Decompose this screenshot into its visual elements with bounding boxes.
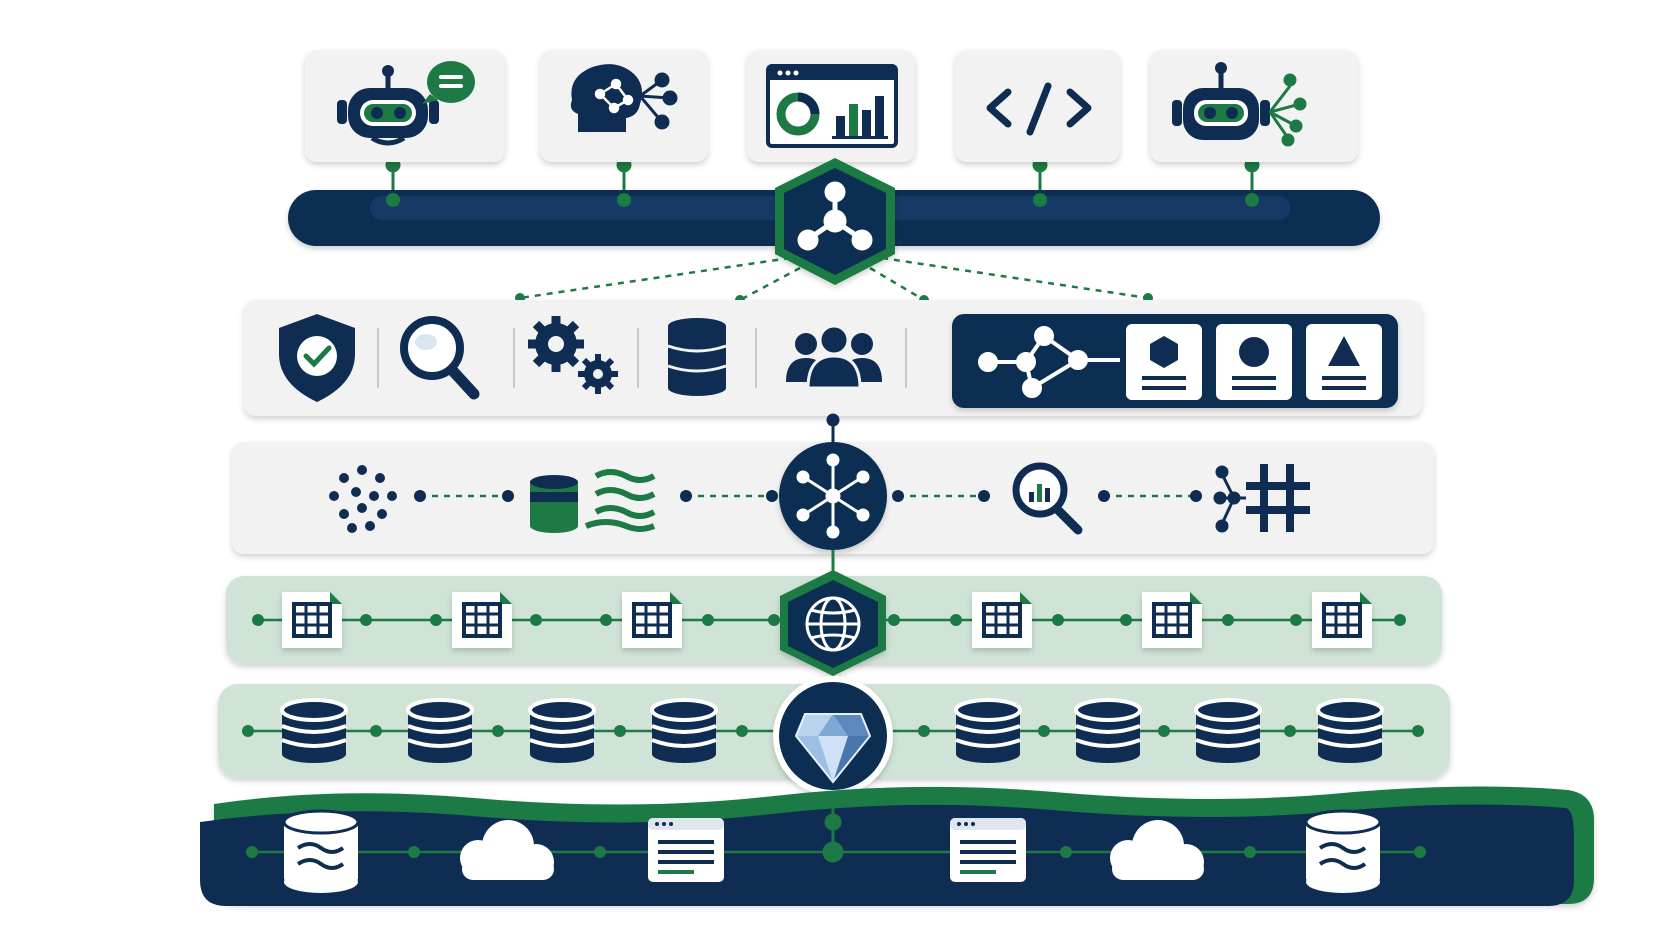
knowledge-graph-subpanel[interactable] [952,314,1398,408]
semantic-hub-node[interactable] [775,158,895,285]
magnifier-icon[interactable] [400,316,480,400]
data-lake-icon[interactable] [1304,809,1382,893]
database-icon[interactable] [650,698,718,763]
database-icon[interactable] [1074,698,1142,763]
database-icon[interactable] [528,698,596,763]
chatbot-icon [337,61,475,146]
cloud-icon[interactable] [460,820,554,880]
processing-panel [232,442,1434,554]
database-icon[interactable] [954,698,1022,763]
consumer-card-code[interactable] [955,50,1120,162]
consumer-cards-row [305,50,1358,209]
database-icon[interactable] [280,698,348,763]
consumer-card-dashboard[interactable] [747,50,915,162]
scattered-dots-icon[interactable] [329,465,397,533]
data-lake-icon[interactable] [282,809,360,893]
table-icon[interactable] [1142,592,1202,648]
spine-connector-upper [826,413,840,446]
dashboard-icon [766,64,898,148]
table-icon[interactable] [622,592,682,648]
hub-bar-connectors [386,193,1259,207]
globe-hex-icon [805,596,861,652]
cloud-icon[interactable] [1110,820,1204,880]
gears-icon[interactable] [528,316,618,394]
database-icon[interactable] [1316,698,1384,763]
consumer-card-ai-brain[interactable] [540,50,708,162]
consumer-card-robot-agent[interactable] [1150,50,1358,162]
hub-fanout-links [519,256,1149,302]
users-icon[interactable] [786,324,882,390]
robot-agent-icon [1172,62,1307,147]
database-icon[interactable] [1194,698,1262,763]
graph-hash-icon[interactable] [1213,464,1310,533]
table-icon[interactable] [1312,592,1372,648]
table-icon[interactable] [282,592,342,648]
entity-card-hex-icon [1126,324,1202,400]
code-icon [986,82,1092,136]
tables-link-dots [252,614,1406,626]
document-list-icon[interactable] [648,818,724,882]
sources-link-dots [246,846,1426,858]
entity-card-person-icon [1216,324,1292,400]
table-icon[interactable] [452,592,512,648]
database-icon[interactable] [406,698,474,763]
sources-band [200,786,1594,906]
ai-brain-network-icon [570,64,678,132]
processing-link-dots [414,490,1202,502]
data-stream-icon[interactable] [530,469,656,533]
governance-panel [244,300,1422,416]
knowledge-graph-icon [978,326,1120,398]
processing-hub-node[interactable] [779,442,887,550]
storage-link-dots [242,725,1424,737]
governance-dividers [377,328,907,388]
sources-spine [822,796,844,863]
globe-hex-node[interactable] [780,570,886,676]
gem-icon [794,713,872,784]
gem-node[interactable] [773,676,893,796]
consumer-card-chatbot[interactable] [305,50,505,162]
search-analytics-icon[interactable] [1012,462,1083,535]
storage-panel [218,676,1450,796]
document-list-icon[interactable] [950,818,1026,882]
entity-card-triangle-icon [1306,324,1382,400]
tables-panel [226,570,1442,676]
network-hub-icon [797,181,873,251]
network-hub-icon [796,453,870,539]
security-shield-icon[interactable] [279,314,355,402]
database-icon[interactable] [667,318,727,396]
table-icon[interactable] [972,592,1032,648]
